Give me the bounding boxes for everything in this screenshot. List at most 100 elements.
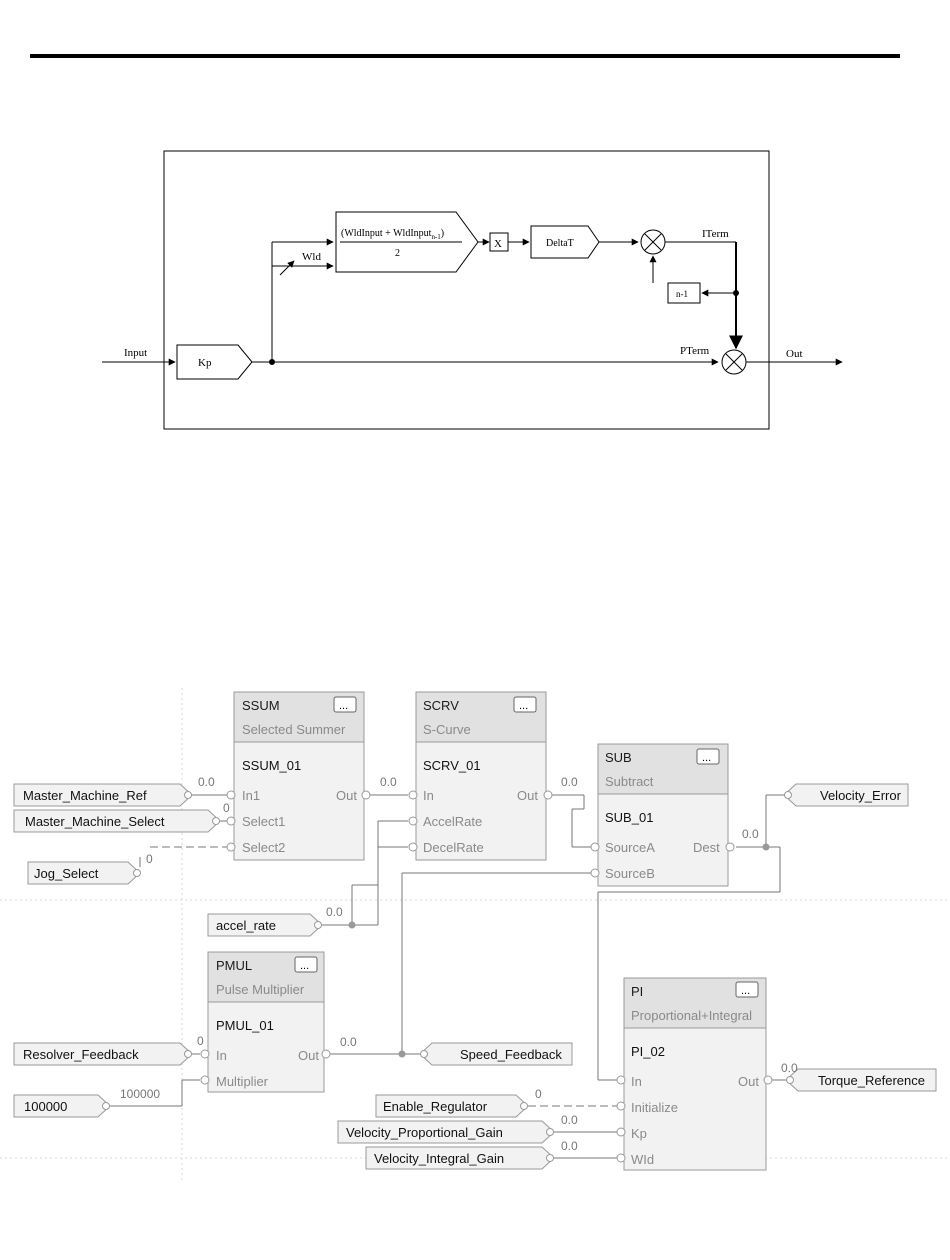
input-tag[interactable]: 100000 xyxy=(13,1094,111,1118)
block-title: SUB xyxy=(605,750,632,765)
svg-text:Enable_Regulator: Enable_Regulator xyxy=(383,1099,488,1114)
pterm-label: PTerm xyxy=(680,345,710,357)
svg-text:Velocity_Proportional_Gain: Velocity_Proportional_Gain xyxy=(346,1125,503,1140)
input-tag[interactable]: accel_rate xyxy=(207,913,323,937)
input-tag[interactable]: Master_Machine_Select xyxy=(13,809,221,833)
pin-dest: Dest xyxy=(693,840,720,855)
block-instance-name: SCRV_01 xyxy=(423,758,481,773)
pin-in: In xyxy=(631,1074,642,1089)
block-description: Subtract xyxy=(605,774,654,789)
block-menu-button[interactable]: ... xyxy=(294,956,318,973)
value-accel-rate: 0.0 xyxy=(326,905,343,919)
svg-text:Torque_Reference: Torque_Reference xyxy=(818,1073,925,1088)
block-title: PMUL xyxy=(216,958,252,973)
input-tag[interactable]: Resolver_Feedback xyxy=(13,1042,193,1066)
kp-gain-block xyxy=(176,344,253,380)
input-tag[interactable]: Enable_Regulator xyxy=(375,1094,529,1118)
pin-out: Out xyxy=(738,1074,759,1089)
formula-denominator: 2 xyxy=(395,248,400,259)
pin-markers xyxy=(200,790,773,1163)
multiply-symbol: X xyxy=(494,238,502,250)
value-resolver: 0 xyxy=(197,1034,204,1048)
iterm-label: ITerm xyxy=(702,228,729,240)
value-sub-dest: 0.0 xyxy=(742,827,759,841)
block-description: Selected Summer xyxy=(242,722,346,737)
block-instance-name: PI_02 xyxy=(631,1044,665,1059)
pin-out: Out xyxy=(298,1048,319,1063)
diagram-frame xyxy=(163,150,770,430)
sub-block[interactable]: SUB Subtract ... SUB_01 SourceA SourceB … xyxy=(597,743,729,887)
delay-label: n-1 xyxy=(676,289,688,299)
wld-label: Wld xyxy=(302,251,321,263)
svg-text:...: ... xyxy=(741,985,750,997)
formula-numerator: (WldInput + WldInputn-1) xyxy=(341,228,444,241)
pin-kp: Kp xyxy=(631,1126,647,1141)
output-tag[interactable]: Velocity_Error xyxy=(783,783,909,807)
header-rule xyxy=(30,54,900,58)
svg-text:Velocity_Integral_Gain: Velocity_Integral_Gain xyxy=(374,1151,504,1166)
pin-sourcea: SourceA xyxy=(605,840,655,855)
pin-wld: WId xyxy=(631,1152,654,1167)
pin-initialize: Initialize xyxy=(631,1100,678,1115)
svg-text:accel_rate: accel_rate xyxy=(216,918,276,933)
block-menu-button[interactable]: ... xyxy=(513,696,537,713)
deltat-block xyxy=(530,225,600,259)
svg-text:Master_Machine_Ref: Master_Machine_Ref xyxy=(23,788,147,803)
svg-text:Master_Machine_Select: Master_Machine_Select xyxy=(25,814,165,829)
value-kp: 0.0 xyxy=(561,1113,578,1127)
block-menu-button[interactable]: ... xyxy=(696,748,720,765)
pi-block[interactable]: PI Proportional+Integral ... PI_02 In In… xyxy=(623,977,767,1171)
pmul-block[interactable]: PMUL Pulse Multiplier ... PMUL_01 In Mul… xyxy=(207,951,325,1093)
out-label: Out xyxy=(786,348,803,360)
svg-text:...: ... xyxy=(702,752,711,764)
pin-decelrate: DecelRate xyxy=(423,840,484,855)
block-instance-name: PMUL_01 xyxy=(216,1018,274,1033)
value-pi-out: 0.0 xyxy=(781,1061,798,1075)
value-pmul-out: 0.0 xyxy=(340,1035,357,1049)
block-title: PI xyxy=(631,984,643,999)
block-title: SSUM xyxy=(242,698,280,713)
svg-text:...: ... xyxy=(519,700,528,712)
scrv-block[interactable]: SCRV S-Curve ... SCRV_01 In AccelRate De… xyxy=(415,691,547,861)
input-tag[interactable]: Master_Machine_Ref xyxy=(13,783,193,807)
pin-in: In xyxy=(423,788,434,803)
pin-select1: Select1 xyxy=(242,814,285,829)
svg-text:Resolver_Feedback: Resolver_Feedback xyxy=(23,1047,139,1062)
block-menu-button[interactable]: ... xyxy=(333,696,357,713)
svg-text:100000: 100000 xyxy=(24,1099,67,1114)
input-tag[interactable]: Jog_Select xyxy=(27,861,141,885)
output-tag[interactable]: Speed_Feedback xyxy=(419,1042,573,1066)
block-instance-name: SUB_01 xyxy=(605,810,653,825)
input-tag[interactable]: Velocity_Proportional_Gain xyxy=(337,1120,555,1144)
value-scrv-out: 0.0 xyxy=(561,775,578,789)
value-wld: 0.0 xyxy=(561,1139,578,1153)
function-block-diagram: SSUM Selected Summer ... SSUM_01 In1 Sel… xyxy=(0,688,950,1180)
block-title: SCRV xyxy=(423,698,459,713)
input-tag[interactable]: Velocity_Integral_Gain xyxy=(365,1146,555,1170)
pin-in1: In1 xyxy=(242,788,260,803)
svg-text:...: ... xyxy=(339,700,348,712)
block-instance-name: SSUM_01 xyxy=(242,758,301,773)
value-enable-regulator: 0 xyxy=(535,1087,542,1101)
block-description: Pulse Multiplier xyxy=(216,982,305,997)
value-master-select: 0 xyxy=(223,801,230,815)
wire-junctions xyxy=(348,843,770,1058)
value-ssum-out: 0.0 xyxy=(380,775,397,789)
input-label: Input xyxy=(124,347,147,359)
pin-sourceb: SourceB xyxy=(605,866,655,881)
value-jog-select: 0 xyxy=(146,852,153,866)
deltat-label: DeltaT xyxy=(546,238,574,249)
block-menu-button[interactable]: ... xyxy=(735,981,759,998)
ssum-block[interactable]: SSUM Selected Summer ... SSUM_01 In1 Sel… xyxy=(233,691,365,861)
svg-text:Jog_Select: Jog_Select xyxy=(34,866,99,881)
block-description: Proportional+Integral xyxy=(631,1008,752,1023)
pin-select2: Select2 xyxy=(242,840,285,855)
pin-accelrate: AccelRate xyxy=(423,814,482,829)
svg-text:...: ... xyxy=(300,960,309,972)
svg-text:Velocity_Error: Velocity_Error xyxy=(820,788,902,803)
value-master-ref: 0.0 xyxy=(198,775,215,789)
value-multiplier: 100000 xyxy=(120,1087,160,1101)
block-description: S-Curve xyxy=(423,722,471,737)
output-tag[interactable]: Torque_Reference xyxy=(785,1068,937,1092)
pi-block-diagram: Input Kp PTerm Wld (WldInput + WldInputn… xyxy=(102,150,843,430)
